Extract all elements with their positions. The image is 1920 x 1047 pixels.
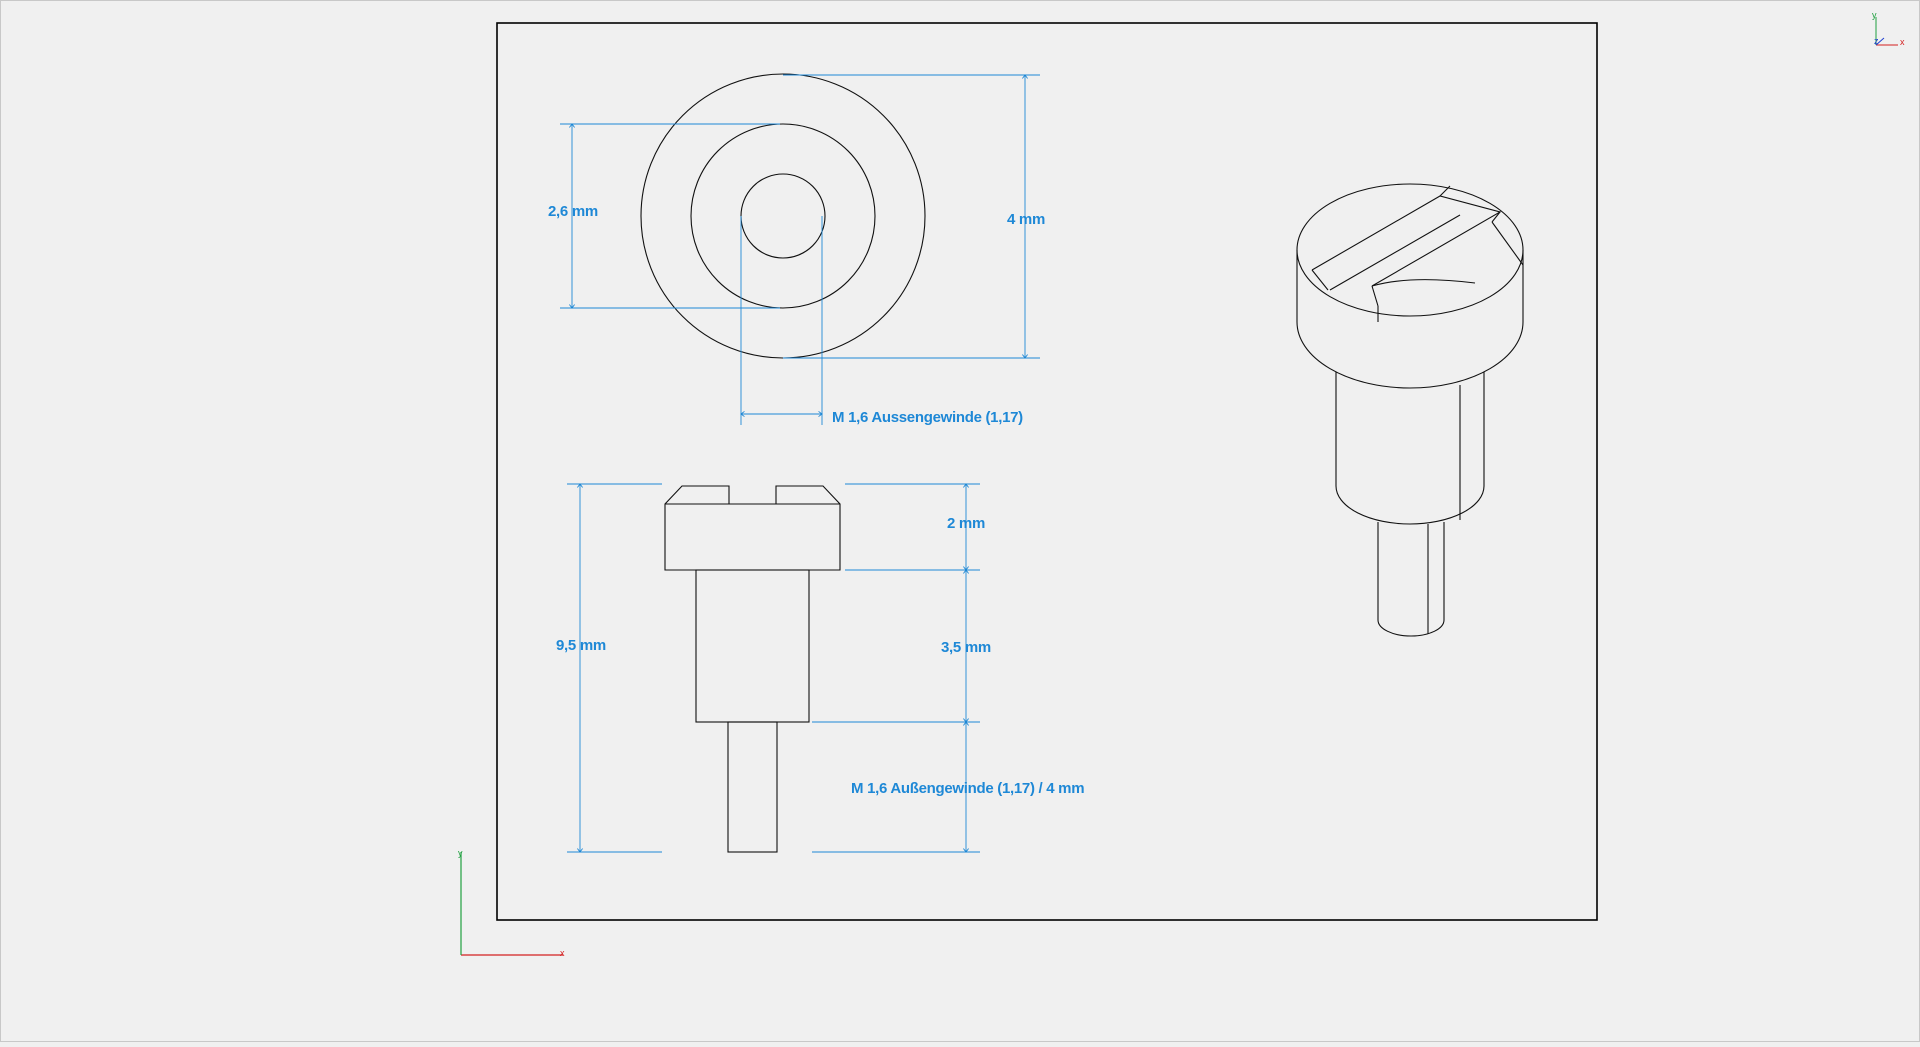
dim-head-height: 2 mm xyxy=(947,515,985,532)
dim-side-thread: M 1,6 Außengewinde (1,17) / 4 mm xyxy=(851,780,1084,797)
drawing-sheet xyxy=(496,22,1598,921)
origin-axes-icon: x y xyxy=(458,848,565,958)
isometric-view[interactable] xyxy=(1296,183,1524,637)
dim-outer-diameter: 4 mm xyxy=(1007,211,1045,228)
svg-text:z: z xyxy=(1874,36,1879,46)
side-view-dimensions xyxy=(567,484,980,852)
thread-circle xyxy=(740,173,826,259)
origin-y-label: y xyxy=(458,848,463,858)
dim-total-length: 9,5 mm xyxy=(556,637,606,654)
dim-inner-diameter: 2,6 mm xyxy=(548,203,598,220)
axis-triad-icon[interactable]: x y z xyxy=(1872,10,1905,47)
origin-x-label: x xyxy=(560,948,565,958)
screw-thread-pin xyxy=(727,721,778,853)
top-view-dimensions xyxy=(560,75,1040,425)
dim-top-thread: M 1,6 Aussengewinde (1,17) xyxy=(832,409,1023,426)
outer-head-circle xyxy=(640,73,926,359)
inner-shoulder-circle xyxy=(690,123,876,309)
svg-text:x: x xyxy=(1900,37,1905,47)
top-view[interactable] xyxy=(640,73,926,359)
svg-text:y: y xyxy=(1872,10,1877,20)
dim-shank-length: 3,5 mm xyxy=(941,639,991,656)
side-view[interactable] xyxy=(664,485,841,853)
screw-shank xyxy=(695,569,810,723)
screw-head-outline xyxy=(664,485,841,571)
